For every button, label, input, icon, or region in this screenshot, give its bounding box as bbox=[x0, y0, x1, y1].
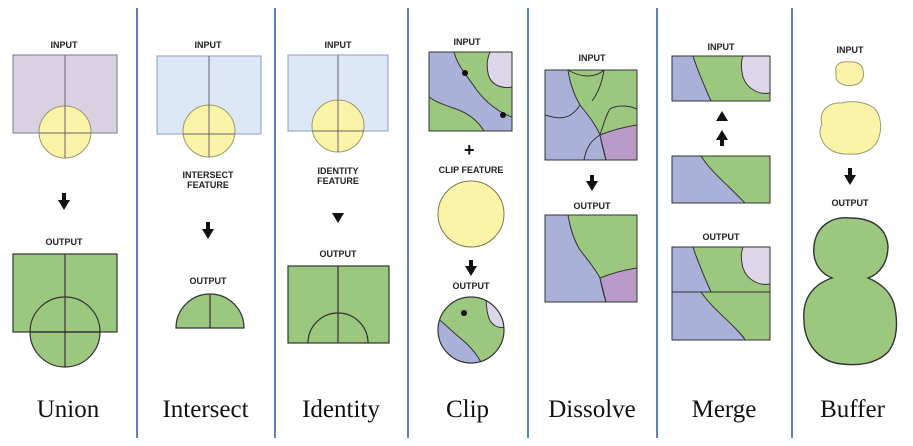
identity-input-figure bbox=[287, 54, 389, 153]
clip-output-label: OUTPUT bbox=[452, 281, 490, 291]
column-separator bbox=[656, 8, 658, 438]
identity-feature-label-2: FEATURE bbox=[317, 176, 359, 186]
clip-output-figure bbox=[437, 296, 505, 364]
identity-feature-label-1: IDENTITY bbox=[317, 166, 359, 176]
union-input-label: INPUT bbox=[50, 40, 78, 50]
clip-title: Clip bbox=[445, 396, 490, 423]
identity-output-label: OUTPUT bbox=[319, 249, 357, 259]
merge-input-figure-bottom bbox=[671, 155, 771, 204]
intersect-feature-label-1: INTERSECT bbox=[182, 170, 234, 180]
dissolve-output-label: OUTPUT bbox=[573, 201, 611, 211]
column-separator bbox=[527, 8, 529, 438]
identity-down-arrow bbox=[332, 213, 344, 223]
buffer-output-figure bbox=[803, 217, 898, 366]
intersect-output-label: OUTPUT bbox=[189, 276, 227, 286]
dissolve-input-label: INPUT bbox=[578, 53, 606, 63]
dissolve-output-figure bbox=[544, 214, 638, 303]
intersect-input-label: INPUT bbox=[194, 40, 222, 50]
column-separator bbox=[791, 8, 793, 438]
identity-output-figure bbox=[287, 265, 390, 344]
column-separator bbox=[136, 8, 138, 438]
union-down-arrow bbox=[58, 200, 70, 210]
intersect-input-figure bbox=[156, 55, 262, 158]
buffer-input-small-blob bbox=[835, 61, 865, 87]
merge-arrow-stem bbox=[720, 140, 724, 146]
clip-down-arrow bbox=[465, 266, 477, 276]
dissolve-input-figure bbox=[544, 69, 638, 161]
intersect-down-arrow bbox=[202, 229, 214, 239]
union-title: Union bbox=[36, 396, 100, 423]
dissolve-down-arrow bbox=[586, 181, 598, 191]
identity-title: Identity bbox=[302, 396, 380, 423]
buffer-output-label: OUTPUT bbox=[831, 198, 869, 208]
column-separator bbox=[407, 8, 409, 438]
column-separator bbox=[274, 8, 276, 438]
clip-arrow-stem bbox=[469, 260, 473, 268]
buffer-title: Buffer bbox=[820, 396, 885, 423]
buffer-input-label: INPUT bbox=[836, 45, 864, 55]
union-arrow-stem bbox=[62, 193, 66, 201]
identity-input-label: INPUT bbox=[324, 40, 352, 50]
merge-output-label: OUTPUT bbox=[702, 232, 740, 242]
union-output-label: OUTPUT bbox=[45, 237, 83, 247]
buffer-down-arrow bbox=[844, 175, 856, 185]
clip-feature-label: CLIP FEATURE bbox=[438, 165, 504, 175]
clip-feature-figure bbox=[437, 180, 505, 248]
intersect-title: Intersect bbox=[162, 396, 249, 423]
merge-output-figure bbox=[671, 246, 771, 341]
union-input-figure bbox=[12, 54, 118, 159]
clip-input-label: INPUT bbox=[453, 37, 481, 47]
merge-input-figure-top bbox=[671, 55, 771, 102]
intersect-arrow-stem bbox=[206, 222, 210, 230]
merge-title: Merge bbox=[691, 396, 757, 423]
merge-input-label: INPUT bbox=[707, 42, 735, 52]
merge-up-arrow-2 bbox=[716, 130, 728, 140]
clip-plus-sign: + bbox=[464, 140, 475, 160]
clip-input-figure bbox=[428, 51, 513, 132]
intersect-feature-label-2: FEATURE bbox=[187, 180, 229, 190]
buffer-arrow-stem bbox=[848, 168, 852, 176]
dissolve-arrow-stem bbox=[590, 175, 594, 183]
union-output-figure bbox=[12, 253, 118, 368]
buffer-input-large-blob bbox=[819, 101, 882, 155]
merge-up-arrow-1 bbox=[716, 111, 728, 121]
dissolve-title: Dissolve bbox=[548, 396, 636, 423]
intersect-output-figure bbox=[175, 293, 245, 329]
